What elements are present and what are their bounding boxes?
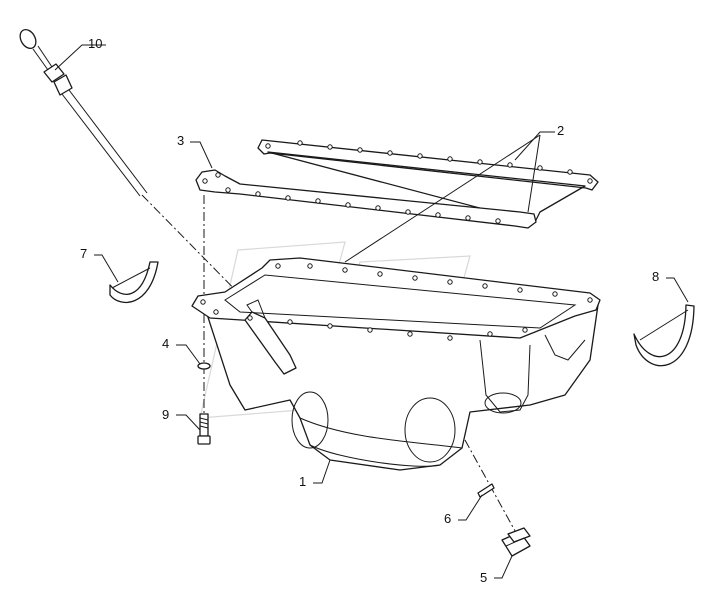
callout-10: 10	[88, 36, 102, 51]
drain-plug-part[interactable]	[501, 527, 531, 557]
bolt-part[interactable]	[197, 413, 211, 445]
assembly-axis-lines	[141, 194, 521, 541]
callout-4: 4	[162, 336, 169, 351]
callout-8: 8	[652, 269, 659, 284]
washer-part[interactable]	[197, 362, 211, 370]
gasket-part[interactable]	[257, 139, 599, 223]
callout-1: 1	[299, 474, 306, 489]
rear-seal-part[interactable]	[109, 261, 159, 303]
drain-washer-part[interactable]	[477, 483, 495, 498]
callout-3: 3	[177, 133, 184, 148]
dipstick-part[interactable]	[17, 27, 148, 197]
callout-7: 7	[80, 246, 87, 261]
leader-lines	[54, 44, 689, 579]
callout-5: 5	[480, 570, 487, 585]
oil-pan-part[interactable]	[191, 257, 601, 471]
callouts: 10 2 3 7 8 4 9 1 6 5	[80, 36, 659, 585]
callout-6: 6	[444, 511, 451, 526]
callout-2: 2	[557, 123, 564, 138]
seal-strip-part[interactable]	[195, 169, 537, 229]
callout-9: 9	[162, 407, 169, 422]
front-seal-part[interactable]	[633, 304, 695, 367]
